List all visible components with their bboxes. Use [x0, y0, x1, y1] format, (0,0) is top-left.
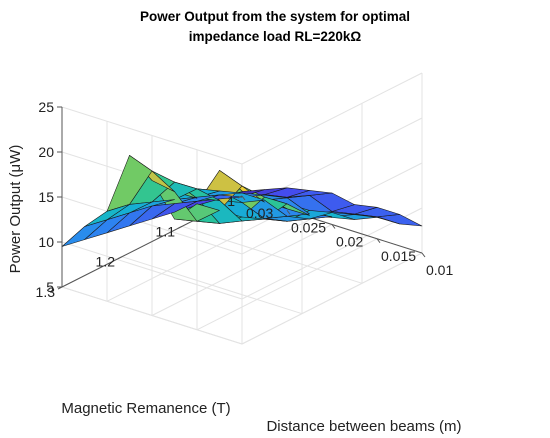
- chart-title: Power Output from the system for optimal…: [140, 9, 410, 44]
- tick-labels: 5 10 15 20 25 1 1.1 1.2 1.3 0.01 0.015 0.02 0.025 0.0…: [36, 99, 454, 300]
- y-tick-label-2: 1.2: [96, 254, 116, 270]
- grid-line-back-z-1: [241, 207, 423, 300]
- y-tick-label-3: 1.3: [36, 284, 56, 300]
- x-tick-mark-1: [376, 238, 381, 244]
- grid-line-floor-x-2: [151, 224, 333, 316]
- x-tick-label-1: 0.015: [381, 248, 416, 264]
- chart-title-line-2: impedance load RL=220kΩ: [189, 29, 362, 44]
- grid-line-left-z-4: [61, 106, 243, 165]
- z-tick-label-0: 5: [46, 279, 54, 295]
- z-tick-label-3: 20: [38, 144, 54, 160]
- z-tick-label-1: 10: [38, 234, 54, 250]
- grid-line-floor-y-1: [181, 225, 363, 284]
- y-tick-label-0: 1: [227, 193, 235, 209]
- z-tick-label-2: 15: [38, 189, 54, 205]
- y-tick-label-1: 1.1: [156, 223, 176, 239]
- x-tick-mark-4: [241, 195, 246, 201]
- surface-mesh: [61, 155, 423, 247]
- y-tick-mark-0: [237, 195, 243, 199]
- x-tick-mark-2: [331, 224, 336, 229]
- x-tick-label-3: 0.025: [291, 219, 326, 235]
- grid-line-floor-y-3: [61, 286, 243, 345]
- z-tick-label-4: 25: [38, 99, 54, 115]
- x-tick-label-0: 0.01: [426, 262, 453, 278]
- grid-line-back-z-4: [241, 72, 423, 165]
- grid-line-floor-x-0: [241, 252, 423, 345]
- x-tick-mark-3: [286, 209, 291, 215]
- grid-line-floor-x-1: [196, 238, 378, 331]
- grid-line-floor-y-2: [121, 256, 303, 315]
- x-tick-mark-0: [421, 252, 426, 258]
- z-axis-label: Power Output (μW): [7, 145, 24, 274]
- x-tick-label-4: 0.03: [246, 205, 273, 221]
- y-tick-mark-1: [177, 225, 183, 229]
- y-tick-mark-3: [57, 286, 63, 290]
- y-tick-mark-2: [117, 256, 123, 260]
- grid-line-left-z-2: [61, 196, 243, 255]
- grid-line-floor-x-3: [106, 209, 288, 302]
- x-tick-label-2: 0.02: [336, 234, 363, 250]
- grid-line-left-z-1: [61, 241, 243, 300]
- surface-face-7-7: [61, 219, 108, 247]
- x-axis-label: Distance between beams (m): [266, 418, 461, 435]
- y-axis-label: Magnetic Remanence (T): [61, 400, 230, 417]
- chart-title-line-1: Power Output from the system for optimal: [140, 9, 410, 24]
